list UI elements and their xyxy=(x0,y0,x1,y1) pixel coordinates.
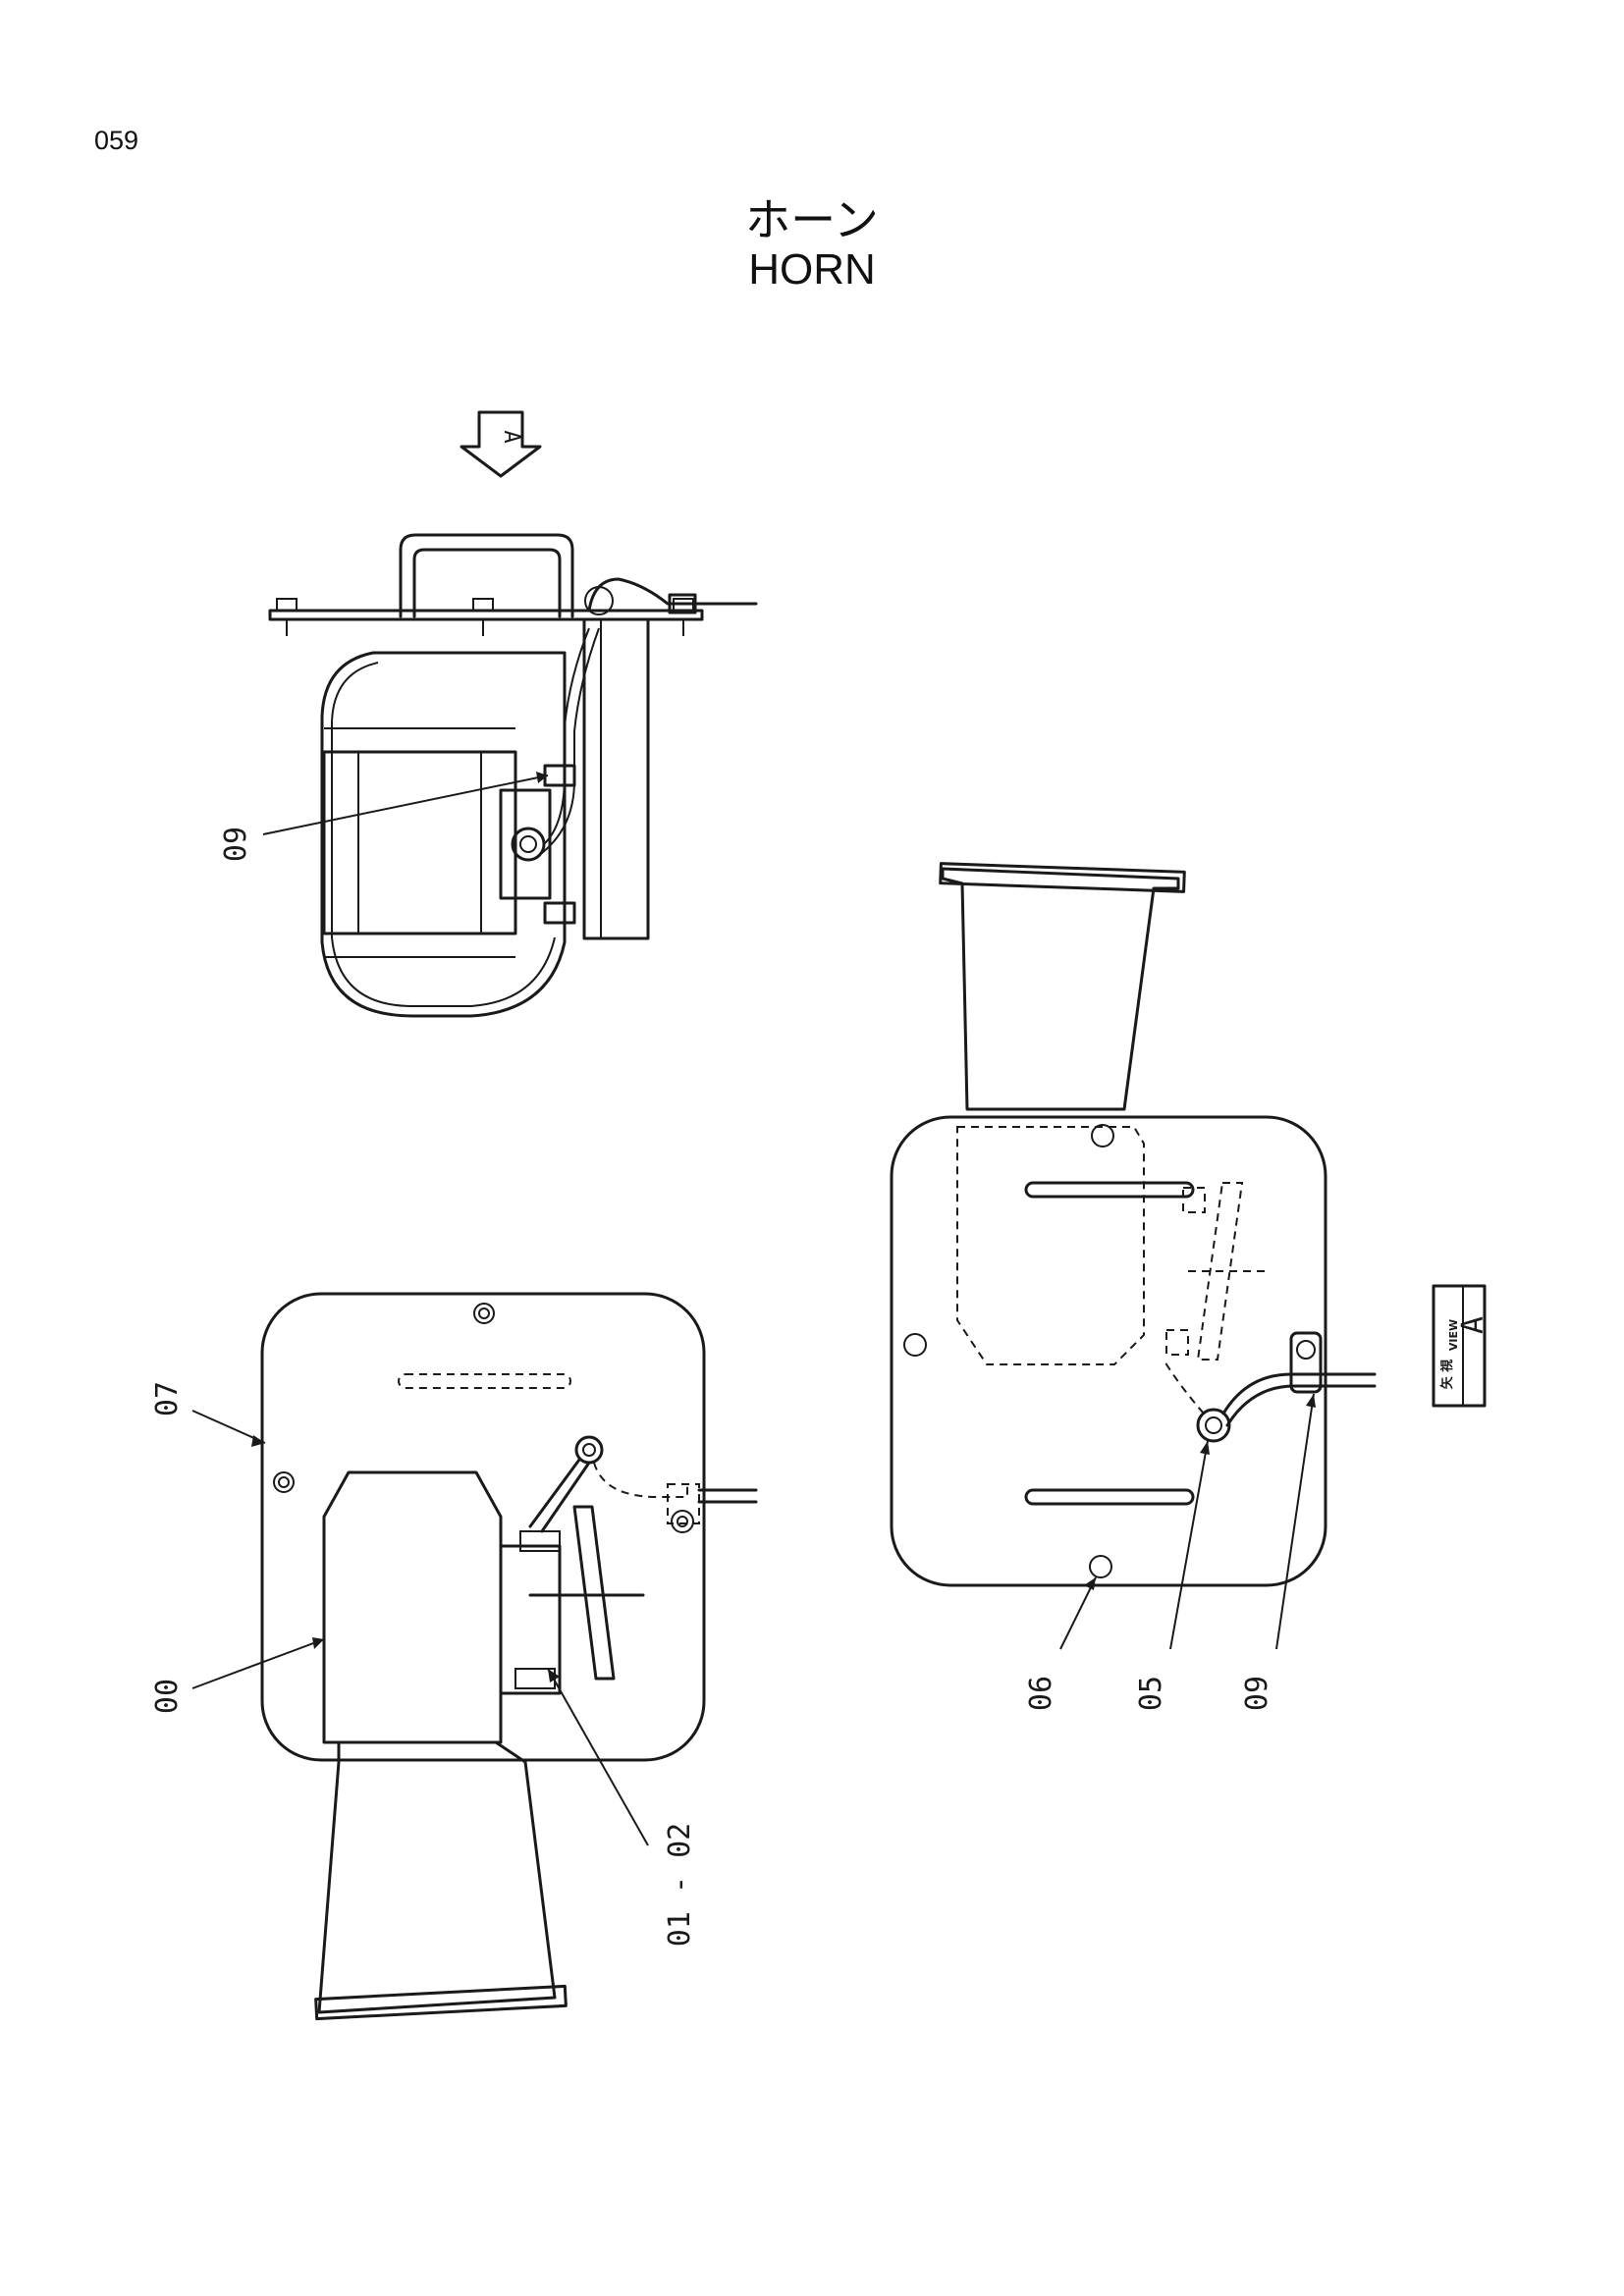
label-right-06: 06 xyxy=(1024,1676,1058,1711)
label-right-05: 05 xyxy=(1134,1676,1168,1711)
top-view: A xyxy=(219,410,758,1018)
label-top-09: 09 xyxy=(219,827,253,862)
view-box-japanese: 矢 視 xyxy=(1439,1360,1455,1390)
right-assembly: 06 05 09 xyxy=(890,862,1377,1711)
view-a-arrow-label: A xyxy=(499,430,523,443)
view-a-box: 矢 視 VIEW A xyxy=(1432,1284,1490,1408)
view-box-english: VIEW xyxy=(1447,1319,1460,1351)
label-left-00: 00 xyxy=(150,1679,185,1714)
title-japanese: ホーン xyxy=(745,193,879,246)
view-a-arrow: A xyxy=(460,410,542,478)
label-left-07: 07 xyxy=(150,1381,185,1416)
label-right-09: 09 xyxy=(1240,1676,1274,1711)
label-left-01-02: 01 - 02 xyxy=(663,1823,697,1947)
left-assembly: 07 00 01 - 02 xyxy=(150,1292,758,2021)
title-english: HORN xyxy=(748,245,876,294)
page-number: 059 xyxy=(94,126,139,155)
view-box-letter: A xyxy=(1456,1316,1490,1334)
